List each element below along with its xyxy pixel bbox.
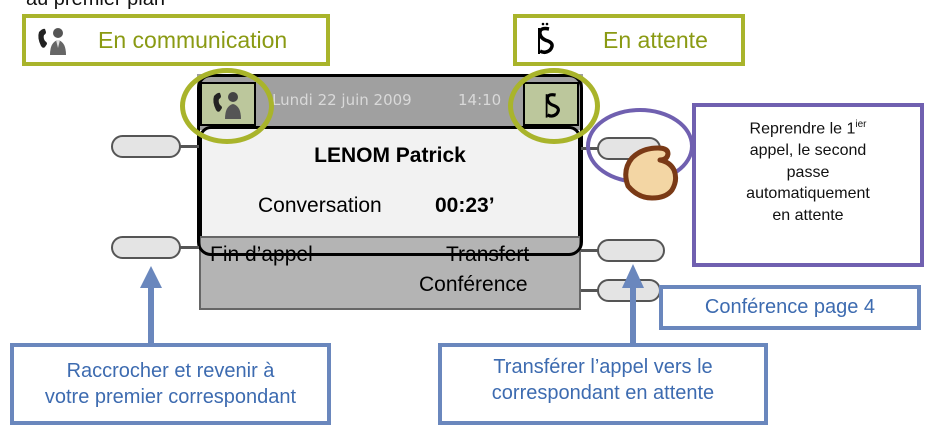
callout-transfer: Transférer l’appel vers le correspondant… bbox=[438, 343, 768, 425]
callout-hang-up-line2: votre premier correspondant bbox=[44, 386, 297, 409]
caption-top: au premier plan bbox=[26, 0, 165, 11]
callout-resume-line1: Reprendre le 1 bbox=[749, 120, 856, 138]
callout-resume: Reprendre le 1ier appel, le second passe… bbox=[692, 103, 924, 267]
button-connector bbox=[180, 246, 199, 249]
callout-resume-line4: automatiquement bbox=[746, 185, 870, 203]
callout-transfer-line1: Transférer l’appel vers le bbox=[493, 356, 713, 378]
transfer-button[interactable] bbox=[597, 239, 665, 262]
legend-communication: En communication bbox=[22, 14, 330, 66]
screen-body bbox=[199, 126, 581, 254]
softkey-end-call[interactable]: Fin d’appel bbox=[210, 243, 313, 266]
call-icon bbox=[38, 28, 66, 55]
button-connector bbox=[581, 249, 598, 252]
softkey-conference[interactable]: Conférence bbox=[419, 273, 528, 296]
legend-communication-label: En communication bbox=[98, 27, 288, 53]
callout-conference: Conférence page 4 bbox=[659, 285, 921, 330]
button-connector bbox=[180, 145, 199, 148]
header-time: 14:10 bbox=[458, 91, 502, 109]
arrow-head-hangup bbox=[140, 266, 162, 288]
callout-hang-up: Raccrocher et revenir à votre premier co… bbox=[10, 343, 331, 425]
caller-name: LENOM Patrick bbox=[314, 144, 466, 167]
callout-resume-superscript: ier bbox=[855, 119, 867, 130]
arrow-shaft-hangup bbox=[148, 286, 154, 344]
screen-outline bbox=[197, 74, 583, 256]
softkey-area bbox=[199, 236, 581, 310]
button-connector bbox=[581, 289, 598, 292]
legend-hold: En attente bbox=[513, 14, 745, 66]
callout-hang-up-line1: Raccrocher et revenir à bbox=[66, 360, 275, 382]
legend-hold-label: En attente bbox=[603, 27, 708, 53]
callout-resume-line2: appel, le second bbox=[749, 141, 867, 159]
callout-resume-line5: en attente bbox=[772, 206, 844, 224]
header-date: Lundi 22 juin 2009 bbox=[272, 91, 412, 109]
hold-note-icon bbox=[538, 22, 554, 55]
conversation-label: Conversation bbox=[258, 194, 382, 217]
arrow-head-transfer bbox=[622, 264, 644, 288]
callout-resume-line3: passe bbox=[786, 163, 830, 181]
highlight-ring-call bbox=[180, 68, 274, 144]
conversation-timer: 00:23’ bbox=[435, 194, 495, 217]
arrow-shaft-transfer bbox=[630, 286, 636, 344]
callout-transfer-line2: correspondant en attente bbox=[491, 382, 715, 405]
highlight-ring-hold bbox=[508, 68, 600, 144]
pointing-finger-icon bbox=[623, 145, 679, 201]
softkey-transfer[interactable]: Transfert bbox=[446, 243, 530, 266]
